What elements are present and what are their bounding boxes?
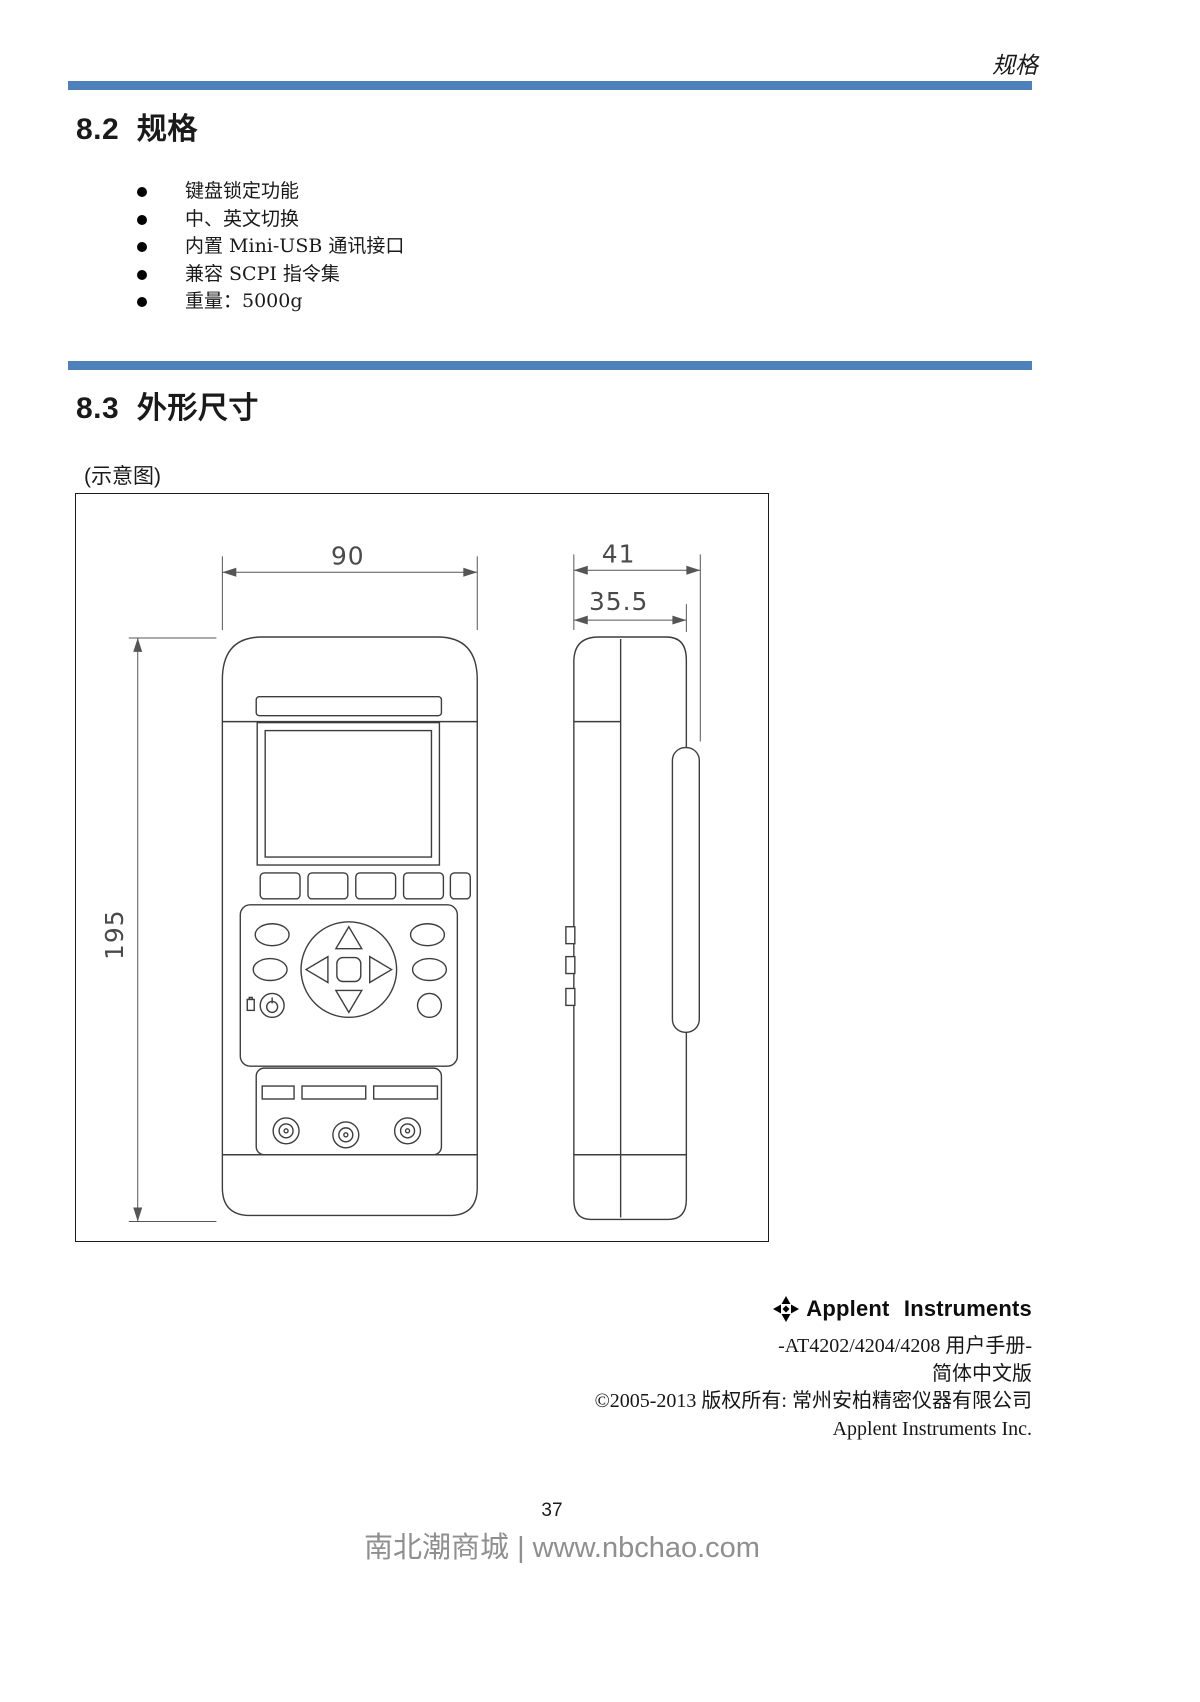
list-item: 兼容 SCPI 指令集 <box>136 261 404 289</box>
vent-slot <box>261 1085 295 1100</box>
list-item: 键盘锁定功能 <box>136 178 404 206</box>
dimension-arrows <box>133 565 701 1222</box>
nav-enter-key <box>336 956 362 983</box>
bullet-icon <box>137 242 147 252</box>
copyright: ©2005-2013 版权所有: 常州安柏精密仪器有限公司 <box>594 1390 1032 1412</box>
colophon-block: -AT4202/4204/4208 用户手册- 简体中文版 ©2005-2013… <box>595 1333 1032 1443</box>
dim-depth-body: 35.5 <box>589 587 648 616</box>
brand-logo: Applent Instruments <box>773 1296 1032 1322</box>
bullet-text: 中、英文切换 <box>185 207 300 230</box>
bullet-icon <box>137 187 147 197</box>
dimension-lines <box>128 554 701 1222</box>
screen-trim <box>255 696 443 717</box>
company-name: Applent Instruments Inc. <box>832 1417 1032 1440</box>
keypad-panel <box>239 904 459 1067</box>
manual-title: -AT4202/4204/4208 用户手册- <box>778 1335 1032 1357</box>
function-key <box>411 957 448 982</box>
function-key <box>409 923 446 947</box>
dimension-labels: 90 41 35.5 195 <box>100 539 648 960</box>
connector <box>332 1121 360 1149</box>
header-rule <box>68 81 1032 90</box>
bullet-icon <box>137 269 147 280</box>
bullet-icon <box>137 214 147 225</box>
dim-depth-total: 41 <box>602 539 636 568</box>
page-number: 37 <box>541 1500 563 1521</box>
connector <box>393 1117 422 1145</box>
bullet-text: 键盘锁定功能 <box>185 180 300 202</box>
dimension-drawing-frame: 90 41 35.5 195 <box>75 493 769 1242</box>
technical-drawing: 90 41 35.5 195 <box>100 539 701 1222</box>
side-view <box>565 636 700 1221</box>
list-item: 重量：5000g <box>136 288 404 316</box>
side-button <box>565 987 576 1007</box>
nav-ring <box>300 921 398 1019</box>
bullet-text: 重量：5000g <box>185 290 303 312</box>
function-key <box>254 923 290 947</box>
round-key <box>416 992 443 1019</box>
battery-icon <box>246 998 255 1012</box>
edition: 简体中文版 <box>932 1362 1032 1385</box>
section-82-title: 8.2 规格 <box>76 113 198 146</box>
bullet-text: 兼容 SCPI 指令集 <box>185 262 340 285</box>
nav-up-arrow <box>334 925 363 950</box>
power-button <box>259 992 285 1019</box>
soft-keys <box>259 872 471 900</box>
lcd-bezel <box>256 721 441 866</box>
drawing-caption: (示意图) <box>84 465 161 488</box>
tilt-stand <box>671 746 700 1033</box>
nav-right-arrow <box>369 955 393 984</box>
side-body-outline <box>573 636 688 1221</box>
lcd-screen <box>264 729 433 858</box>
bullet-icon <box>137 297 147 307</box>
bullet-text: 内置 Mini-USB 通讯接口 <box>185 235 405 257</box>
dim-front-height: 195 <box>100 909 129 959</box>
nav-left-arrow <box>304 955 329 984</box>
side-button <box>565 926 576 945</box>
list-item: 中、英文切换 <box>136 206 404 234</box>
side-button <box>565 955 576 975</box>
dim-front-width: 90 <box>331 541 365 570</box>
spec-bullet-list: 键盘锁定功能 中、英文切换 内置 Mini-USB 通讯接口 兼容 SCPI 指… <box>136 178 404 316</box>
section-rule <box>68 361 1032 370</box>
list-item: 内置 Mini-USB 通讯接口 <box>136 233 404 261</box>
section-83-title: 8.3 外形尺寸 <box>76 392 259 425</box>
connector <box>272 1117 300 1145</box>
site-watermark: 南北潮商城 | www.nbchao.com <box>364 1532 760 1564</box>
vent-slot <box>301 1085 367 1100</box>
device-body-outline <box>221 636 478 1217</box>
running-header: 规格 <box>992 53 1038 79</box>
terminal-panel <box>255 1067 443 1156</box>
nav-down-arrow <box>334 989 363 1014</box>
vent-slot <box>373 1085 439 1100</box>
front-view <box>221 636 478 1217</box>
brand-name: Applent Instruments <box>806 1296 1032 1321</box>
function-key <box>252 957 288 982</box>
applent-logo-icon <box>773 1296 800 1322</box>
